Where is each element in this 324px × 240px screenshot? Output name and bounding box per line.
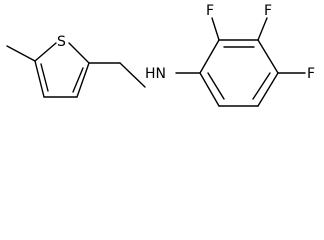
bond-s1-c2 xyxy=(68,42,90,64)
bond-c6-c1-inner xyxy=(207,72,225,100)
bond-c4-c5-inner xyxy=(252,72,271,100)
bond-c5-s1 xyxy=(34,42,57,62)
bond-c2-f xyxy=(211,17,220,41)
fluorine-label-2: F xyxy=(206,3,214,19)
bond-c3-f xyxy=(257,17,268,41)
bond-c6-c1 xyxy=(199,72,220,107)
sulfur-label: S xyxy=(57,34,66,50)
bond-c2-c3-inner xyxy=(72,67,84,93)
bond-c3-c4 xyxy=(257,39,279,74)
fluorine-label-4: F xyxy=(307,66,315,82)
structure-canvas: S HN F F F xyxy=(6,3,316,107)
bond-methyl-c5 xyxy=(6,45,36,62)
bond-ch2-nh xyxy=(119,62,146,88)
bond-c4-c5 xyxy=(34,60,45,98)
molecule-structure: S HN F F F xyxy=(6,3,315,107)
fluorine-label-3: F xyxy=(264,3,272,19)
bond-c4-c5 xyxy=(257,72,279,107)
amine-label: HN xyxy=(145,66,166,82)
bond-c4-c5-inner xyxy=(40,63,49,92)
bond-c2-c3 xyxy=(76,62,90,98)
bond-c1-c2 xyxy=(199,39,220,74)
